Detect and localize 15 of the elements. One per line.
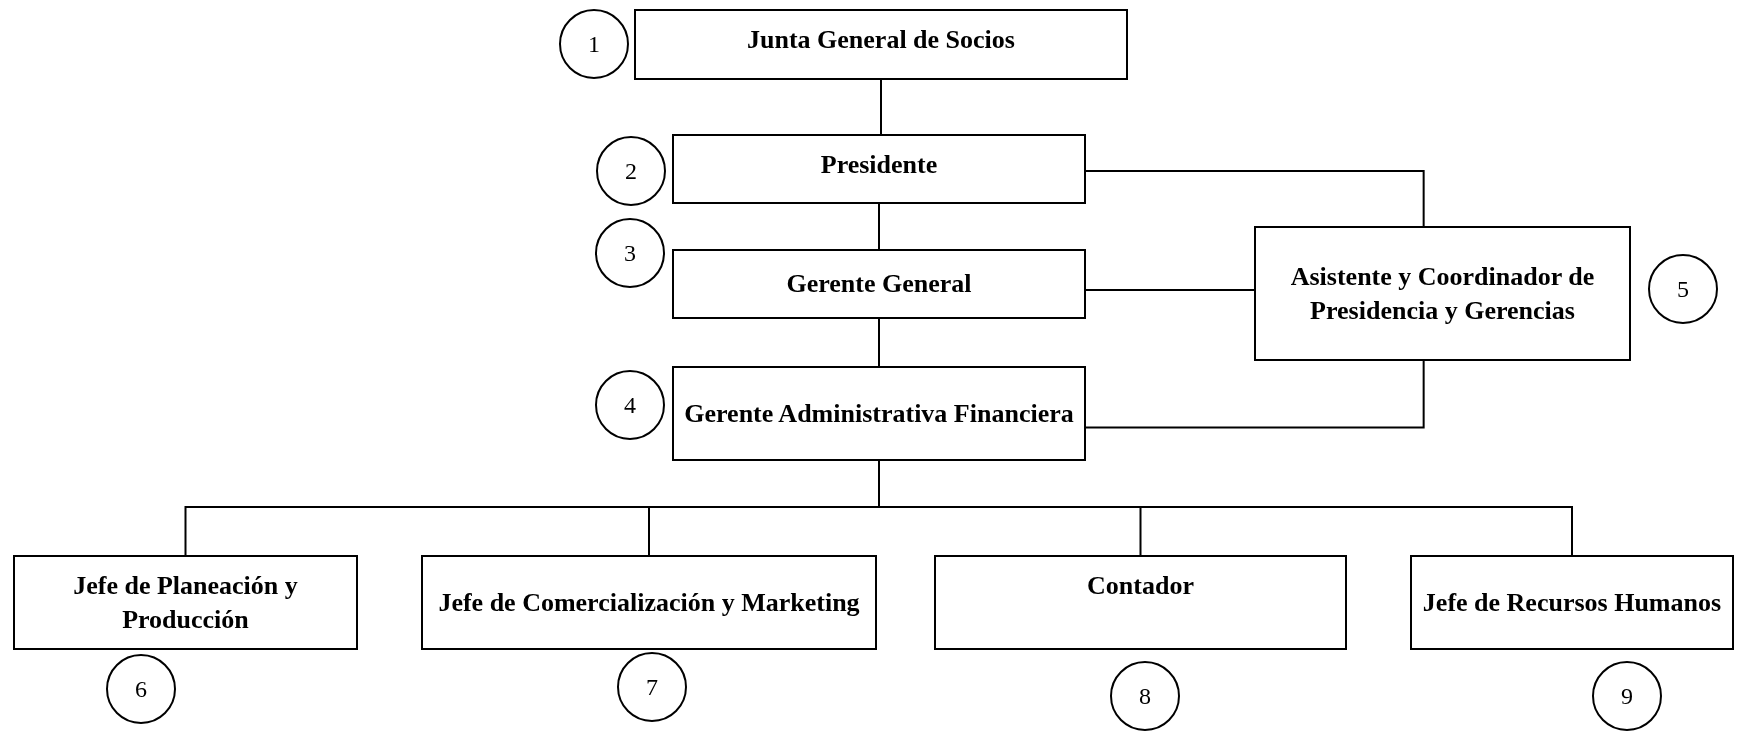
position-box: Jefe de Comercialización y Marketing (421, 555, 877, 650)
connector-line (1085, 289, 1255, 291)
position-box: Presidente (672, 134, 1086, 204)
position-box: Jefe de Planeación y Producción (13, 555, 358, 650)
connector-line (880, 79, 882, 135)
position-box: Asistente y Coordinador de Presidencia y Gerencias (1254, 226, 1631, 361)
connector-line (1085, 170, 1425, 227)
position-box: Gerente Administrativa Financiera (672, 366, 1086, 461)
position-box: Jefe de Recursos Humanos (1410, 555, 1734, 650)
position-box: Gerente General (672, 249, 1086, 319)
connector-line (878, 203, 880, 250)
position-box: Contador (934, 555, 1347, 650)
connector-line (1085, 360, 1425, 429)
connector-line (878, 318, 880, 367)
position-box: Junta General de Socios (634, 9, 1128, 80)
